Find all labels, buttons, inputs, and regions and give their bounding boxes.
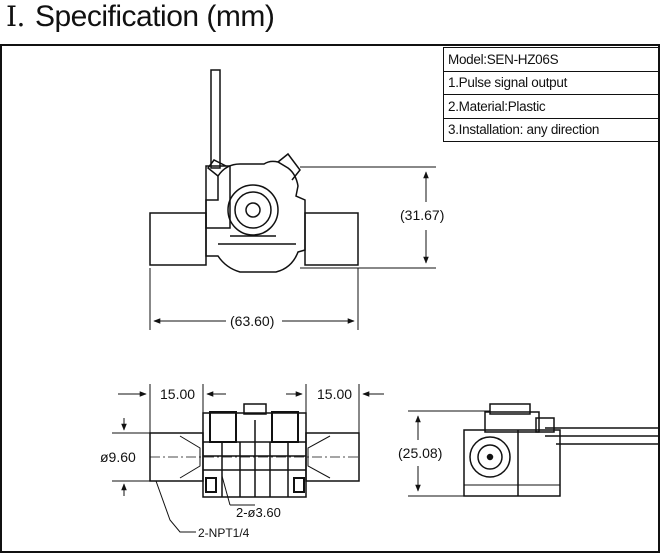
dim-thread-spec: 2-NPT1/4 [198,526,250,540]
title-underline [0,44,660,46]
side-view [463,403,660,497]
dim-pipe-diameter: ø9.60 [100,449,136,465]
dim-hole-spec: 2-ø3.60 [236,505,281,520]
left-pipe [149,212,207,266]
top-view-dimensions [149,166,436,330]
spec-output: 1.Pulse signal output [443,70,660,95]
dim-right-length: 15.00 [317,386,352,402]
sensor-wire [210,69,221,169]
front-view [149,403,360,498]
left-lobe [206,159,227,177]
rotor-ring [234,191,272,229]
top-view [149,69,359,273]
page-title: Ⅰ. Specification (mm) [6,0,275,34]
spec-installation: 3.Installation: any direction [443,117,660,142]
spec-row: 2.Material:Plastic [443,94,660,119]
rotor-hub [245,202,261,218]
dim-side-height: (25.08) [398,445,442,461]
spec-row: Model:SEN-HZ06S [443,47,660,72]
front-view-dimensions [112,384,384,533]
spec-material: 2.Material:Plastic [443,94,660,119]
dim-height-top: (31.67) [400,207,444,223]
spec-table: Model:SEN-HZ06S 1.Pulse signal output 2.… [443,47,660,142]
dim-total-length: (63.60) [230,313,274,329]
side-top-block [484,411,540,433]
spec-model: Model:SEN-HZ06S [443,47,660,72]
side-port [469,436,511,478]
right-lobe [277,152,301,181]
front-top-cap [243,403,267,415]
side-view-dimensions [408,410,490,497]
right-pipe [304,212,359,266]
connector-block [205,165,231,229]
title-text: Specification (mm) [34,0,275,33]
sensor-body [205,160,306,273]
spec-row: 3.Installation: any direction [443,117,660,142]
drawing-frame [0,46,660,553]
section-number: Ⅰ. [6,0,25,33]
side-cap [489,403,531,415]
spec-row: 1.Pulse signal output [443,70,660,95]
side-body [463,429,561,497]
dim-left-length: 15.00 [160,386,195,402]
rotor-housing [227,184,279,236]
